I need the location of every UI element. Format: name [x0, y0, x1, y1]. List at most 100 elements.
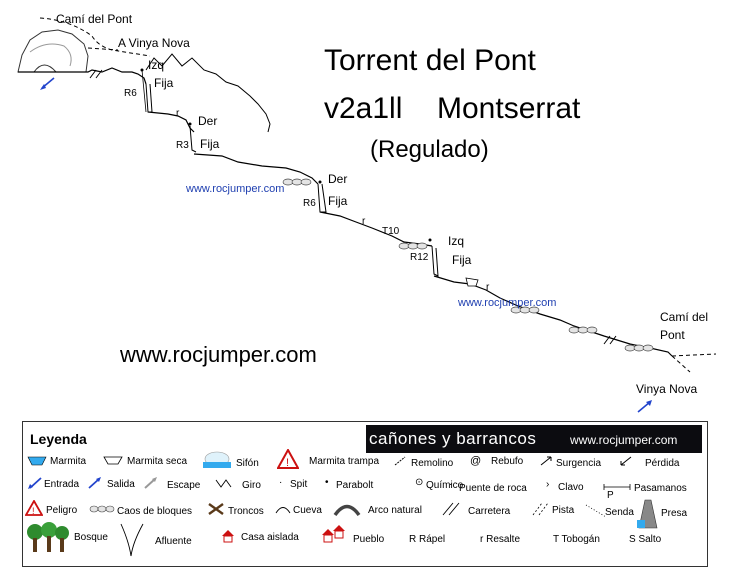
rappel-r12	[431, 245, 439, 277]
label-vinya-nova-end: Vinya Nova	[636, 382, 698, 396]
cliff-wall	[145, 53, 271, 133]
legend-parabolt: Parabolt	[336, 480, 374, 491]
rappel-r6-second	[317, 183, 327, 213]
legend-marmita-trampa: Marmita trampa	[309, 456, 380, 467]
legend-r-rapel: R Rápel	[409, 534, 446, 545]
legend-banner: cañones y barrancos www.rocjumper.com	[366, 425, 702, 453]
cave-rock	[17, 29, 89, 73]
puente-roca-icon: ·	[449, 479, 453, 490]
cave-opening	[33, 64, 57, 73]
label-r6-second: R6	[303, 198, 316, 209]
perdida-icon	[620, 456, 632, 466]
carretera-icon	[442, 502, 460, 516]
legend-s-salto: S Salto	[629, 534, 662, 545]
quimico-icon: ⊙	[415, 477, 424, 488]
remolino-icon	[394, 456, 406, 466]
exit-arrow-head	[646, 400, 652, 406]
legend-t-tobogan: T Tobogán	[553, 534, 600, 545]
senda-icon	[585, 504, 607, 518]
casa-aislada-icon	[222, 530, 234, 543]
legend-giro: Giro	[242, 480, 261, 491]
marmita-seca-icon	[103, 456, 123, 465]
label-r6-first: R6	[124, 88, 137, 99]
anchor-dot-3	[318, 180, 322, 184]
boulder-chaos-1	[282, 178, 312, 186]
legend-arco-natural: Arco natural	[368, 505, 422, 516]
label-der-2: Der	[328, 172, 348, 186]
rappel-r3	[189, 125, 197, 153]
watermark-1: www.rocjumper.com	[186, 183, 285, 195]
route-title: Torrent del Pont	[324, 44, 536, 77]
entrada-icon	[28, 477, 42, 489]
legend-pasamanos: Pasamanos	[634, 483, 687, 494]
canyon-bed-3	[193, 153, 319, 185]
legend-clavo: Clavo	[558, 482, 584, 493]
spit-icon: ·	[279, 477, 283, 488]
label-fija-2: Fija	[200, 137, 220, 151]
label-r-small-1: r	[176, 108, 180, 119]
anchor-dot-2	[188, 122, 192, 126]
regulated-note: (Regulado)	[370, 136, 489, 163]
label-der-1: Der	[198, 114, 218, 128]
route-region: Montserrat	[437, 92, 581, 125]
clavo-icon: ›	[546, 479, 550, 490]
label-t10: T10	[382, 226, 400, 237]
svg-text:!: !	[32, 506, 35, 516]
afluente-icon	[120, 523, 144, 557]
pothole-marmita	[465, 277, 479, 287]
legend-marmita-seca: Marmita seca	[127, 456, 188, 467]
escape-icon	[144, 477, 157, 489]
arco-natural-icon	[333, 504, 361, 516]
legend-perdida: Pérdida	[645, 458, 680, 469]
legend-casa-aislada: Casa aislada	[241, 532, 299, 543]
label-vinya-nova-top: A Vinya Nova	[118, 36, 190, 50]
legend-afluente: Afluente	[155, 536, 192, 547]
pueblo-icon	[322, 525, 345, 543]
legend-entrada: Entrada	[44, 479, 80, 490]
label-izq-2: Izq	[448, 234, 465, 248]
cave-rock-shade	[29, 43, 72, 67]
legend-salida: Salida	[107, 479, 135, 490]
canyon-bed-start	[18, 67, 147, 85]
pista-icon	[532, 502, 549, 516]
boulder-chaos-2	[398, 242, 428, 250]
entry-arrow-head	[40, 84, 46, 90]
anchor-dot-4	[428, 238, 432, 242]
canyon-bed-2	[147, 111, 195, 133]
legend-troncos: Troncos	[228, 506, 264, 517]
cueva-icon	[275, 507, 291, 514]
route-grade: v2a1ll	[324, 92, 403, 125]
legend-caos-de-bloques: Caos de bloques	[117, 506, 193, 517]
legend-cueva: Cueva	[293, 505, 322, 516]
pasamanos-icon	[603, 484, 631, 490]
giro-icon	[215, 479, 232, 488]
watermark-2: www.rocjumper.com	[458, 297, 557, 309]
dashed-path-end-cami	[671, 353, 717, 357]
legend-spit: Spit	[290, 479, 308, 490]
legend-marmita: Marmita	[50, 456, 87, 467]
legend-title: Leyenda	[30, 431, 87, 447]
senda-p-marker: P	[607, 490, 614, 501]
caos-de-bloques-icon	[89, 505, 115, 513]
legend-rebufo: Rebufo	[491, 456, 524, 467]
bosque-icon	[27, 522, 69, 552]
legend-remolino: Remolino	[411, 458, 454, 469]
rappel-r6-first	[145, 83, 153, 113]
legend-peligro: Peligro	[46, 505, 78, 516]
legend-pueblo: Pueblo	[353, 534, 385, 545]
sifon-icon	[203, 451, 231, 468]
rebufo-icon: @	[470, 455, 482, 467]
legend-surgencia: Surgencia	[556, 458, 602, 469]
website-link[interactable]: www.rocjumper.com	[120, 342, 317, 367]
legend-quimico: Químico	[426, 480, 464, 491]
legend-pista: Pista	[552, 505, 575, 516]
road-marks-end	[603, 335, 617, 345]
label-fija-3: Fija	[328, 194, 348, 208]
rappel-r6-first-rope	[141, 69, 147, 113]
canyon-bed-5	[433, 275, 673, 357]
canyon-bed-4	[319, 211, 433, 247]
label-r12: R12	[410, 252, 429, 263]
banner-url: www.rocjumper.com	[570, 433, 678, 447]
dashed-path-vinya	[87, 47, 119, 51]
canyon-topo-diagram	[17, 17, 717, 413]
